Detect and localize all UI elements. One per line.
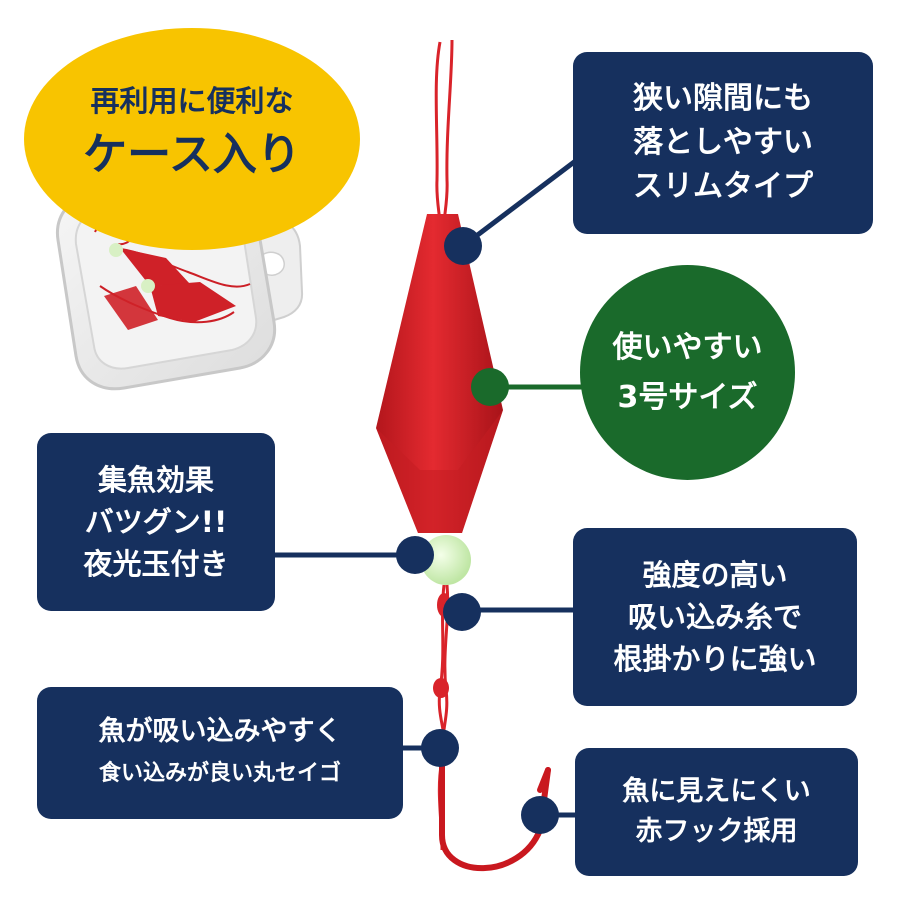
callout-line-line3: 根掛かりに強い [613,642,817,676]
callout-hook-shape: 魚が吸い込みやすく 食い込みが良い丸セイゴ [37,687,403,819]
red-float [376,214,503,533]
callout-size: 使いやすい 3号サイズ [580,265,795,480]
callout-slim-line3: スリムタイプ [633,169,813,204]
glow-bead [421,535,471,585]
callout-slim-type: 狭い隙間にも 落としやすい スリムタイプ [573,52,873,234]
callout-size-line1: 使いやすい [612,329,763,365]
callout-redhook-line2: 赤フック採用 [635,816,798,847]
callout-size-line2: 3号サイズ [617,379,758,415]
callout-redhook-line1: 魚に見えにくい [622,776,811,807]
marker-dot-size [471,368,509,406]
case-bubble [24,28,360,250]
callout-hook-line2: 食い込みが良い丸セイゴ [98,761,341,786]
callout-slim-line2: 落としやすい [633,125,813,160]
callout-glow-line1: 集魚効果 [97,463,214,497]
case-bubble-line2: ケース入り [83,129,301,180]
callout-line-line2: 吸い込み糸で [627,600,802,634]
callout-glow-line3: 夜光玉付き [83,547,229,581]
callout-glow-line2: バツグン!! [84,505,228,539]
callout-line-line1: 強度の高い [642,558,788,592]
callout-slim-line1: 狭い隙間にも [633,81,813,116]
case-bubble-line1: 再利用に便利な [90,84,294,118]
red-hook [439,757,551,872]
callout-red-hook: 魚に見えにくい 赤フック採用 [575,748,858,876]
leader-loop [434,39,454,226]
callout-hook-line1: 魚が吸い込みやすく [98,716,342,747]
callout-strong-line: 強度の高い 吸い込み糸で 根掛かりに強い [573,528,857,706]
callout-glow-bead: 集魚効果 バツグン!! 夜光玉付き [37,433,275,611]
marker-dots [396,227,559,834]
